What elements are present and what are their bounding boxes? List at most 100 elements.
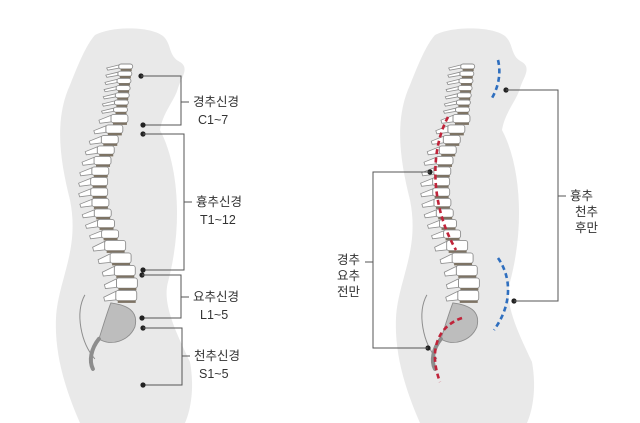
left-leader-lines <box>138 73 192 388</box>
right-spinous-process <box>448 64 462 71</box>
left-spinous-process <box>78 177 92 187</box>
left-vertebra-body <box>117 70 133 77</box>
left-intervertebral-disc <box>112 122 127 125</box>
left-vertebra-body <box>105 124 124 134</box>
left-vertebra-body <box>91 197 110 208</box>
left-intervertebral-disc <box>118 288 137 291</box>
cervical-kyphosis-curve <box>490 59 501 99</box>
right-spinous-process <box>439 253 453 264</box>
right-intervertebral-disc <box>462 68 474 72</box>
right-vertebra-body <box>457 277 480 289</box>
left-vertebra-body <box>118 63 134 70</box>
right-intervertebral-disc <box>445 238 460 241</box>
thoracic-range: T1~12 <box>200 213 236 227</box>
right-intervertebral-disc <box>445 143 460 146</box>
right-vertebra-body <box>451 252 474 264</box>
right-intervertebral-disc <box>457 112 469 115</box>
left-spinous-process <box>93 125 107 135</box>
left-vertebra-body <box>113 99 129 106</box>
right-spinous-process <box>430 135 444 145</box>
right-body-silhouette <box>395 28 535 423</box>
left-vertebra-body <box>100 134 119 145</box>
right-intervertebral-disc <box>441 227 456 230</box>
left-intervertebral-disc <box>92 185 107 188</box>
left-intervertebral-disc <box>99 227 114 230</box>
left-spinous-process <box>106 64 120 71</box>
sacral-range: S1~5 <box>199 367 229 381</box>
left-vertebra-body <box>114 92 130 99</box>
right-vertebra-body <box>459 70 475 77</box>
right-intervertebral-disc <box>454 263 473 266</box>
left-vertebra-body <box>110 113 129 124</box>
right-spinous-process <box>442 107 456 114</box>
right-spinous-process <box>434 240 448 252</box>
left-spine <box>78 63 138 371</box>
left-spinous-process <box>84 146 98 156</box>
left-vertebra-body <box>93 208 112 218</box>
right-spinous-process <box>445 86 459 93</box>
left-spinous-process <box>103 290 117 302</box>
left-spinous-process <box>79 167 93 177</box>
cervical-bracket <box>141 75 182 126</box>
right-intervertebral-disc <box>438 164 453 167</box>
thoracic-end-dot <box>140 267 146 273</box>
left-intervertebral-disc <box>120 68 132 72</box>
thoracic-label: 흉추신경 <box>196 194 242 209</box>
left-spinous-process <box>81 156 95 166</box>
left-vertebra-body <box>97 218 115 229</box>
left-intervertebral-disc <box>116 275 135 278</box>
right-spinous-process <box>423 209 437 219</box>
right-spinous-process <box>421 198 435 208</box>
lumbar-end-dot <box>139 315 145 321</box>
right-vertebra-body <box>435 155 454 166</box>
left-spinous-process <box>85 219 98 229</box>
right-vertebra-body <box>438 145 457 155</box>
left-vertebra-body <box>109 252 132 264</box>
left-intervertebral-disc <box>118 90 130 93</box>
right-vertebra-body <box>452 113 471 124</box>
left-intervertebral-disc <box>92 196 107 199</box>
left-intervertebral-disc <box>117 97 129 100</box>
right-intervertebral-disc <box>460 288 479 291</box>
right-sacrum <box>440 302 479 343</box>
right-intervertebral-disc <box>460 83 472 86</box>
left-vertebra-body <box>115 277 138 289</box>
left-spinous-process <box>97 253 111 264</box>
left-intervertebral-disc <box>119 76 131 79</box>
cervical-end-dot <box>140 122 146 128</box>
left-spinous-process <box>104 78 118 85</box>
left-intervertebral-disc <box>103 238 118 241</box>
sacral-lordosis-curve <box>433 316 463 383</box>
left-vertebra-body <box>115 289 138 302</box>
lumbar-label: 요추신경 <box>193 289 239 304</box>
left-vertebra-body <box>115 85 131 92</box>
left-pelvis-outline <box>79 294 96 360</box>
left-spinous-process <box>102 93 116 100</box>
right-intervertebral-disc <box>461 76 473 79</box>
right-intervertebral-disc <box>459 97 471 100</box>
sacral-end-dot <box>140 382 146 388</box>
right-vertebra-body <box>457 85 473 92</box>
left-spinous-process <box>89 230 102 240</box>
right-vertebra-body <box>432 187 451 197</box>
right-spinous-process <box>420 188 434 198</box>
right-spinous-process <box>420 177 434 187</box>
right-spinous-process <box>447 71 461 78</box>
left-spinous-process <box>105 71 119 78</box>
right-intervertebral-disc <box>460 90 472 93</box>
right-intervertebral-disc <box>449 133 464 136</box>
left-vertebra-body <box>93 155 112 166</box>
right-intervertebral-disc <box>454 122 469 125</box>
right-intervertebral-disc <box>434 196 449 199</box>
left-vertebra-body <box>104 239 127 252</box>
right-spinous-process <box>445 278 459 289</box>
right-vertebra-body <box>443 229 462 239</box>
left-vertebra-body <box>101 229 120 239</box>
right-intervertebral-disc <box>438 217 453 220</box>
left-spinous-process <box>100 107 114 114</box>
right-vertebra-body <box>447 124 466 134</box>
lordosis-label-line3: 전만 <box>337 284 361 299</box>
left-sacrum <box>98 302 137 343</box>
right-spine <box>420 63 480 371</box>
right-intervertebral-disc <box>435 206 450 209</box>
